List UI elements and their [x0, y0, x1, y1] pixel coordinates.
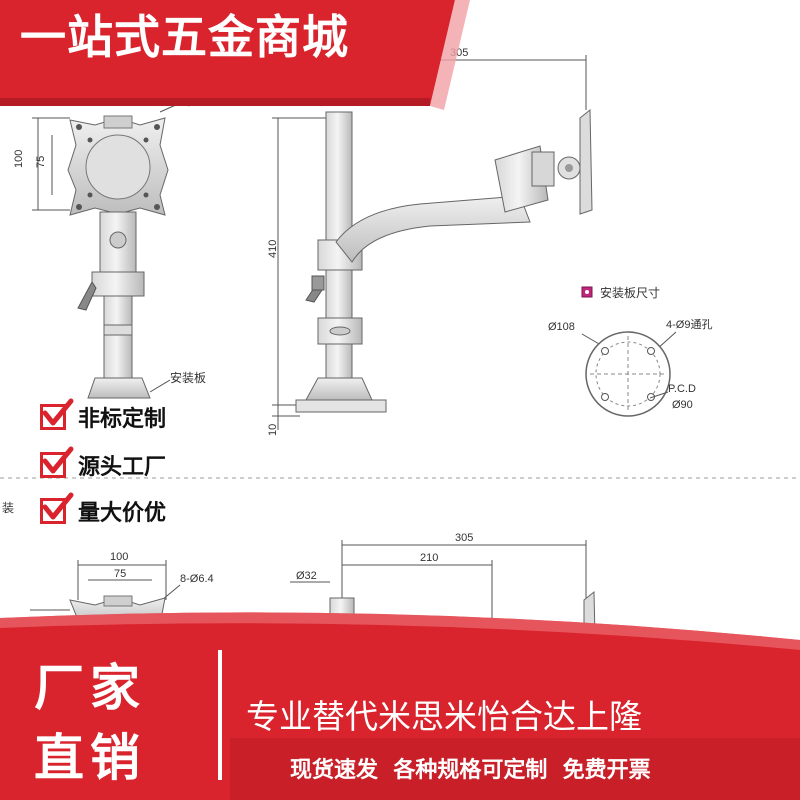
dim-75-left: 75 — [35, 156, 47, 168]
bottom-dim-210: 210 — [420, 552, 438, 564]
arm-side-view: 410 10 305 — [267, 47, 593, 436]
label-4-d9: 4-Ø9通孔 — [666, 318, 712, 331]
check-icon — [40, 492, 74, 524]
check-icon — [40, 398, 74, 430]
dim-10: 10 — [267, 424, 279, 436]
feature-item-price: 量大价优 — [40, 492, 167, 526]
bottom-divider — [218, 650, 222, 780]
label-mount-plate: 安装板 — [170, 370, 206, 385]
dim-410: 410 — [267, 240, 279, 258]
legend-title: 安装板尺寸 — [600, 285, 660, 300]
label-d90: Ø90 — [672, 399, 693, 411]
factory-direct-line2: 直销 — [34, 729, 146, 787]
vesa-plate-front-view: 100 75 8-Ø6 安装板 — [13, 97, 206, 399]
bottom-label-d32: Ø32 — [296, 570, 317, 582]
mount-plate-spec: 安装板尺寸 Ø108 4-Ø9通孔 P.C.D Ø90 — [548, 285, 712, 417]
bottom-dim-305: 305 — [455, 532, 473, 544]
feature-item-custom: 非标定制 — [40, 398, 167, 432]
label-d108: Ø108 — [548, 321, 575, 333]
top-banner-bg — [0, 0, 455, 106]
feature-label: 量大价优 — [78, 501, 167, 526]
bottom-dim-75: 75 — [114, 568, 126, 580]
left-fragment: 装 — [2, 501, 14, 515]
bottom-dim-100: 100 — [110, 551, 128, 563]
feature-item-factory: 源头工厂 — [40, 446, 167, 480]
feature-label: 非标定制 — [78, 407, 167, 432]
check-icon — [40, 446, 74, 478]
headline: 专业替代米思米怡合达上隆 — [246, 697, 642, 736]
bottom-label-8-d64: 8-Ø6.4 — [180, 573, 214, 585]
subline: 现货速发 各种规格可定制 免费开票 — [290, 758, 651, 783]
banner-title: 一站式五金商城 — [20, 10, 349, 64]
feature-label: 源头工厂 — [78, 455, 167, 480]
label-pcd: P.C.D — [668, 383, 696, 395]
dim-100-left: 100 — [13, 150, 25, 168]
factory-direct-line1: 厂家 — [34, 659, 146, 717]
